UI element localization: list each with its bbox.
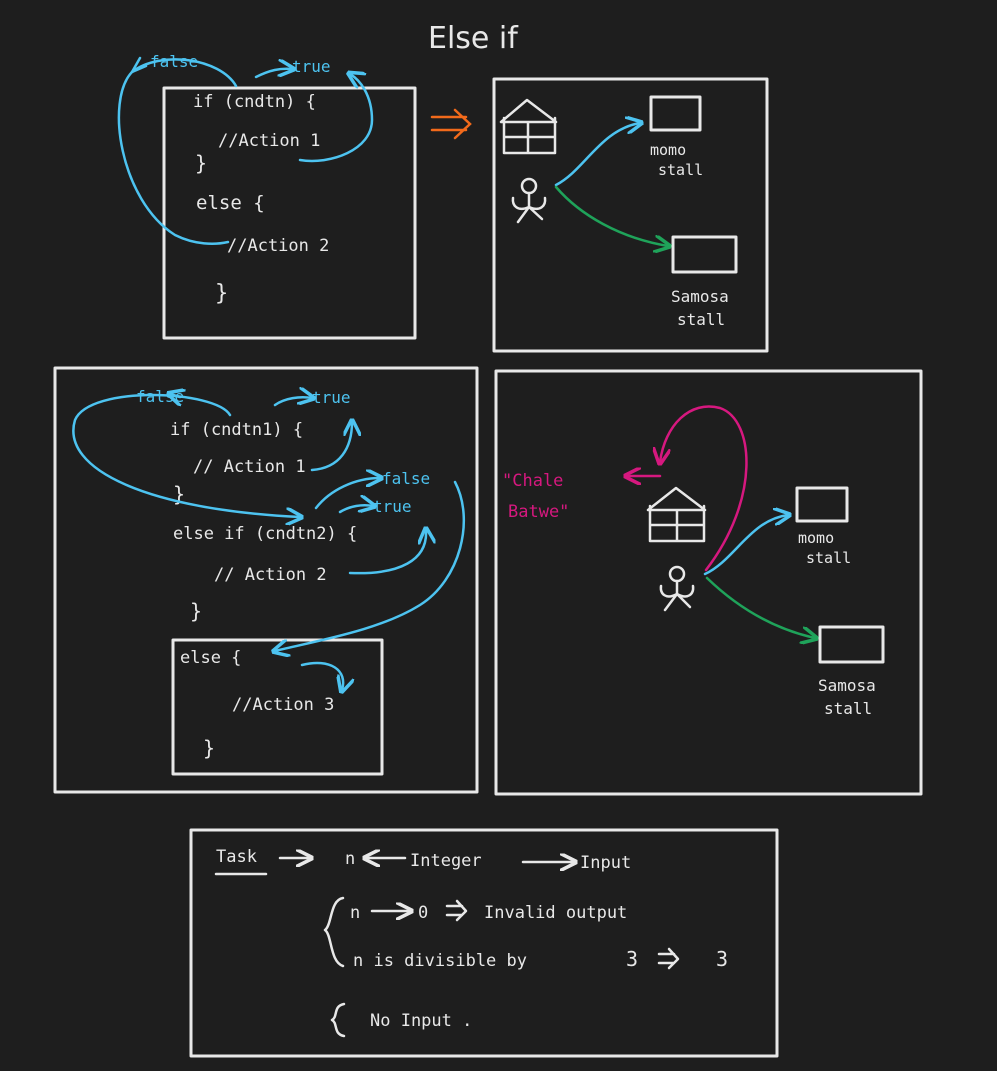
code2-line-action2: // Action 2 (214, 565, 327, 585)
true-label-2b: true (373, 497, 412, 516)
case2-result: 3 (716, 947, 728, 971)
momo-stall-icon-2 (795, 486, 849, 523)
true-arrow-loop-2a (310, 422, 352, 472)
no-input-text: No Input . (370, 1011, 472, 1031)
panel-else-if-code: if (cndtn1) { // Action 1 } else if (cnd… (53, 366, 479, 794)
task-label: Task (216, 847, 257, 867)
momo-stall-label-2b: stall (806, 549, 851, 567)
false-label-1: false (150, 52, 198, 71)
scene-box-1 (492, 77, 769, 353)
task-input: Input (580, 853, 631, 873)
task-integer: Integer (410, 851, 482, 871)
code-line-close1: } (195, 151, 207, 175)
case1-zero: 0 (418, 903, 428, 923)
momo-stall-label-1b: stall (658, 161, 703, 179)
true-arrow-top-1 (254, 69, 292, 79)
person-icon-2 (659, 565, 695, 612)
false-label-2b: false (382, 469, 430, 488)
false-arrow-1 (117, 58, 238, 245)
case2-implies (657, 947, 680, 970)
panel-if-else-code: if (cndtn) { //Action 1 } else { //Actio… (117, 52, 417, 340)
person-icon (511, 177, 547, 224)
path-to-momo-1 (554, 123, 640, 187)
task-box: Task n Integer Input n 0 Invalid output … (189, 828, 779, 1058)
else-arrow (300, 661, 343, 690)
false-arrowhead-1 (130, 56, 148, 74)
case2-val: 3 (626, 947, 638, 971)
path-to-samosa-2 (705, 576, 815, 638)
code-box-2 (53, 366, 479, 794)
true-arrow-loop-1 (298, 74, 374, 163)
code2-line-elseif: else if (cndtn2) { (173, 524, 357, 544)
case1-implies (445, 899, 468, 922)
true-arrow-top-2a (273, 397, 312, 407)
samosa-stall-label-2a: Samosa (818, 676, 876, 695)
code-line-close2: } (215, 281, 228, 306)
true-label-1: true (292, 57, 331, 76)
true-arrow-loop-2b (348, 530, 426, 575)
house-icon-2 (646, 486, 707, 543)
code-box-1 (162, 86, 417, 340)
code-line-action1: //Action 1 (218, 131, 320, 151)
false-arrow-2b-start (314, 478, 380, 510)
false-arrowhead-2a (170, 394, 180, 397)
code2-line-close2: } (190, 599, 202, 623)
implies-arrow (430, 108, 472, 140)
samosa-stall-label-1b: stall (677, 310, 725, 329)
page-title: Else if (428, 21, 519, 56)
case1-n: n (350, 903, 360, 923)
house-icon (499, 98, 558, 155)
momo-stall-label-1a: momo (650, 141, 686, 159)
code2-line-if: if (cndtn1) { (170, 420, 303, 440)
samosa-stall-icon-2 (818, 625, 885, 664)
false-arrow-2b (275, 480, 466, 651)
momo-stall-icon-1 (649, 95, 702, 132)
momo-stall-label-2a: momo (798, 529, 834, 547)
panel-scene-1: momo stall Samosa stall (492, 77, 769, 353)
samosa-stall-icon-1 (671, 235, 738, 274)
code2-line-action1: // Action 1 (193, 457, 306, 477)
code2-line-else: else { (180, 648, 241, 668)
code-line-else: else { (196, 192, 265, 214)
path-to-samosa-1 (554, 185, 668, 246)
quote-line-2: Batwe" (508, 502, 569, 522)
code2-line-close3: } (203, 736, 215, 760)
case1-text: Invalid output (484, 903, 627, 923)
scene-box-2 (494, 369, 923, 796)
code-line-if: if (cndtn) { (193, 92, 316, 112)
code-line-action2: //Action 2 (227, 236, 329, 256)
return-home-arrow (660, 405, 748, 572)
false-label-2a: false (136, 387, 184, 406)
code2-line-action3: //Action 3 (232, 695, 334, 715)
true-arrow-top-2b (338, 505, 373, 512)
samosa-stall-label-1a: Samosa (671, 287, 729, 306)
case2-text: n is divisible by (353, 951, 527, 971)
path-to-momo-2 (703, 515, 788, 576)
task-n: n (345, 849, 355, 869)
task-frame (189, 828, 779, 1058)
case-brace (323, 896, 345, 968)
panel-scene-2: "Chale Batwe" momo stall Samosa stall (494, 369, 923, 796)
no-input-brace (330, 1002, 346, 1038)
true-label-2a: true (312, 388, 351, 407)
quote-line-1: "Chale (502, 471, 563, 491)
samosa-stall-label-2b: stall (824, 699, 872, 718)
false-arrow-2a (72, 393, 300, 517)
